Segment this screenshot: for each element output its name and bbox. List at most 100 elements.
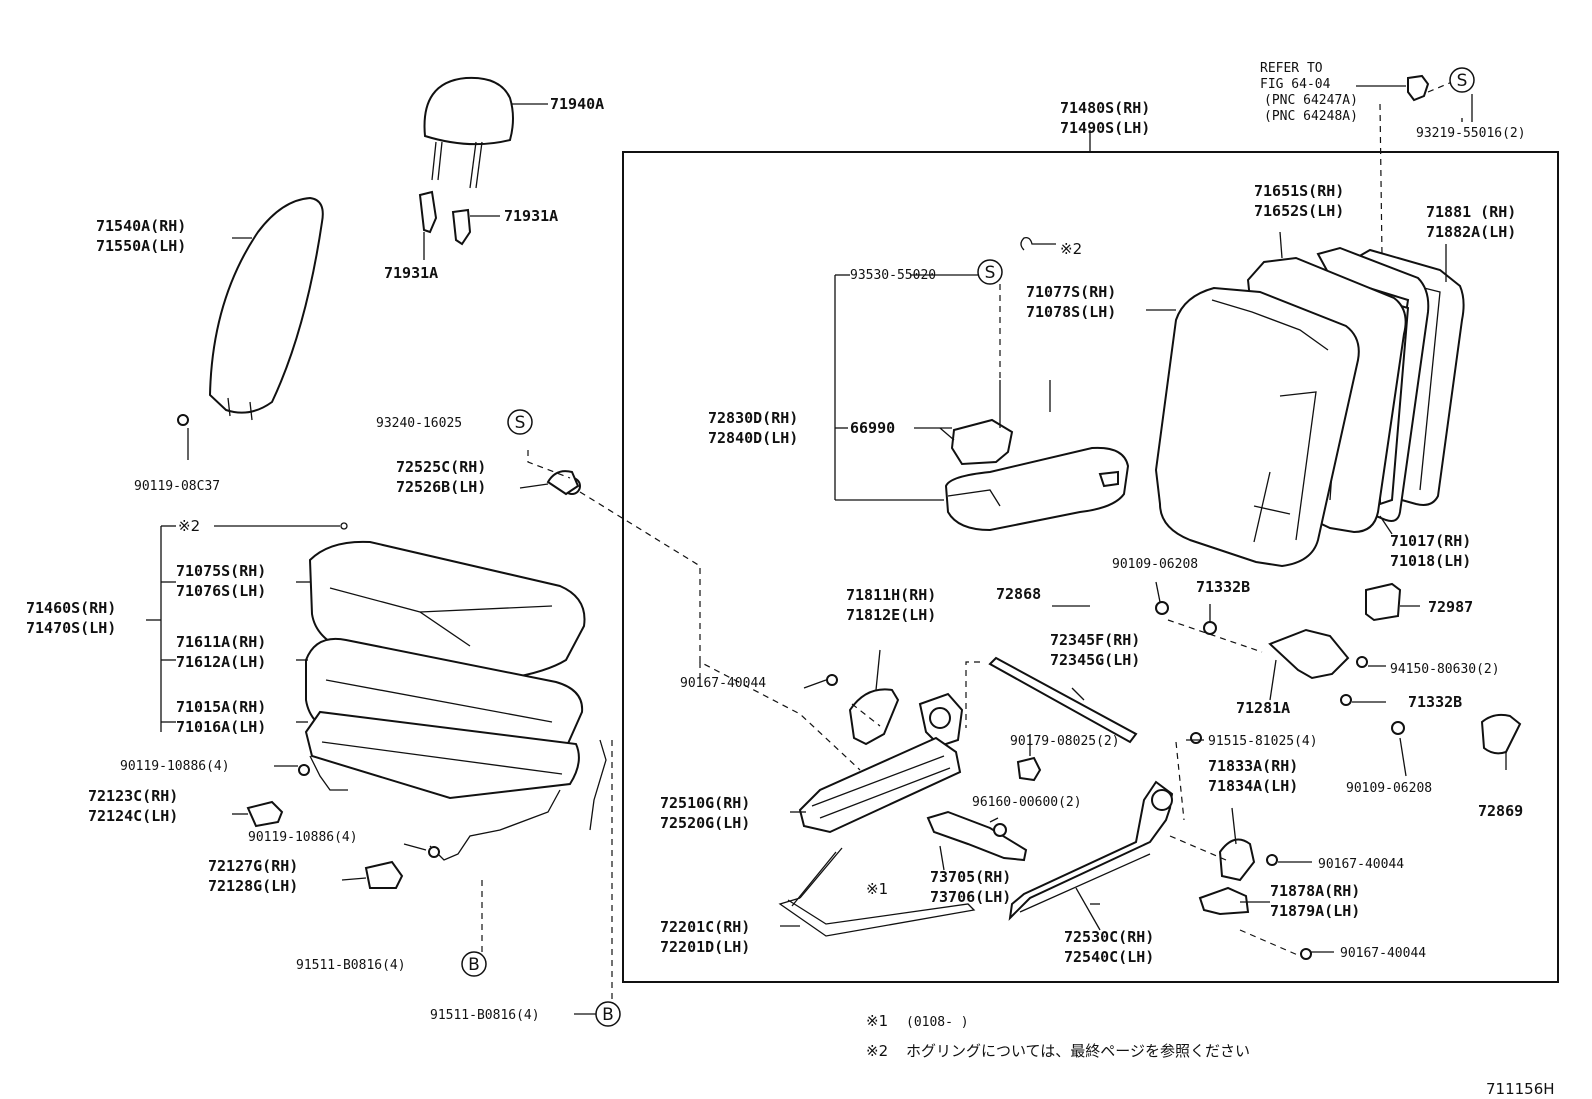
refer-line-2: FIG 64-04: [1260, 77, 1331, 92]
label-91515-81025: 91515-81025(4): [1208, 734, 1318, 749]
label-71878A: 71878A(RH): [1270, 882, 1360, 900]
symbol-b-b: B: [595, 1001, 621, 1027]
label-71332B-a: 71332B: [1196, 578, 1250, 596]
label-93219-55016: 93219-55016(2): [1416, 126, 1526, 141]
label-96160-00600: 96160-00600(2): [972, 795, 1082, 810]
label-90119-10886-a: 90119-10886(4): [120, 759, 230, 774]
label-72987: 72987: [1428, 598, 1473, 616]
side-cover-drawing: [177, 196, 324, 460]
label-72868: 72868: [996, 585, 1041, 603]
label-71550A: 71550A(LH): [96, 237, 186, 255]
refer-line-1: REFER TO: [1260, 61, 1323, 76]
label-71940A: 71940A: [550, 95, 604, 113]
label-90109-06208-b: 90109-06208: [1346, 781, 1432, 796]
label-71470S: 71470S(LH): [26, 619, 116, 637]
leader-lines: [146, 118, 1463, 1015]
label-90109-06208-a: 90109-06208: [1112, 557, 1198, 572]
label-72128G: 72128G(LH): [208, 877, 298, 895]
label-71612A: 71612A(LH): [176, 653, 266, 671]
label-72830D: 72830D(RH): [708, 409, 798, 427]
label-72540C: 72540C(LH): [1064, 948, 1154, 966]
label-71611A: 71611A(RH): [176, 633, 266, 651]
headrest-support-drawing: [418, 190, 500, 260]
label-71879A: 71879A(LH): [1270, 902, 1360, 920]
refer-hook-drawing: [1356, 74, 1473, 257]
label-72526B: 72526B(LH): [396, 478, 486, 496]
figure-id: 711156H: [1486, 1080, 1555, 1098]
label-90119-08C37: 90119-08C37: [134, 479, 220, 494]
label-71076S: 71076S(LH): [176, 582, 266, 600]
seat-track-drawing: [546, 470, 1312, 960]
label-72345F: 72345F(RH): [1050, 631, 1140, 649]
label-90179-08025: 90179-08025(2): [1010, 734, 1120, 749]
label-72510G: 72510G(RH): [660, 794, 750, 812]
svg-text:S: S: [985, 263, 996, 283]
label-72201D: 72201D(LH): [660, 938, 750, 956]
label-71811H: 71811H(RH): [846, 586, 936, 604]
symbol-s-93240: S: [507, 409, 533, 435]
label-71881: 71881 (RH): [1426, 203, 1516, 221]
refer-line-4: (PNC 64248A): [1264, 109, 1358, 124]
svg-text:B: B: [602, 1005, 614, 1025]
label-71018: 71018(LH): [1390, 552, 1471, 570]
label-71834A: 71834A(LH): [1208, 777, 1298, 795]
label-71652S: 71652S(LH): [1254, 202, 1344, 220]
note-2-text: ホグリングについては、最終ページを参照ください: [906, 1042, 1250, 1060]
label-71812E: 71812E(LH): [846, 606, 936, 624]
label-71016A: 71016A(LH): [176, 718, 266, 736]
label-71460S: 71460S(RH): [26, 599, 116, 617]
label-72123C: 72123C(RH): [88, 787, 178, 805]
label-72869: 72869: [1478, 802, 1523, 820]
mark-1-lifter: ※1: [866, 880, 888, 898]
label-72530C: 72530C(RH): [1064, 928, 1154, 946]
refer-line-3: (PNC 64247A): [1264, 93, 1358, 108]
label-71882A: 71882A(LH): [1426, 223, 1516, 241]
note-1-text: (0108- ): [906, 1015, 969, 1030]
headrest-drawing: [423, 76, 548, 189]
symbol-s-93530: S: [977, 259, 1003, 285]
label-72525C: 72525C(RH): [396, 458, 486, 476]
label-73705: 73705(RH): [930, 868, 1011, 886]
label-71931A-left: 71931A: [384, 264, 438, 282]
seat-bracket-drawing: [246, 764, 440, 889]
label-71075S: 71075S(RH): [176, 562, 266, 580]
label-71015A: 71015A(RH): [176, 698, 266, 716]
label-90167-40044-c: 90167-40044: [1340, 946, 1426, 961]
label-90119-10886-b: 90119-10886(4): [248, 830, 358, 845]
label-71332B-b: 71332B: [1408, 693, 1462, 711]
note-1-mark: ※1: [866, 1012, 888, 1030]
svg-text:B: B: [468, 955, 480, 975]
label-72201C: 72201C(RH): [660, 918, 750, 936]
label-91511-b: 91511-B0816(4): [430, 1008, 540, 1023]
label-72520G: 72520G(LH): [660, 814, 750, 832]
mark-2-seatback: ※2: [1060, 240, 1082, 258]
label-71833A: 71833A(RH): [1208, 757, 1298, 775]
label-72124C: 72124C(LH): [88, 807, 178, 825]
label-71540A: 71540A(RH): [96, 217, 186, 235]
label-73706: 73706(LH): [930, 888, 1011, 906]
note-2-mark: ※2: [866, 1042, 888, 1060]
seatback-drawing: [1020, 236, 1465, 568]
mark-2-seat: ※2: [178, 517, 200, 535]
label-93530-55020: 93530-55020: [850, 268, 936, 283]
label-91511-a: 91511-B0816(4): [296, 958, 406, 973]
label-71281A: 71281A: [1236, 699, 1290, 717]
label-66990: 66990: [850, 419, 895, 437]
label-93240-16025: 93240-16025: [376, 416, 462, 431]
label-90167-40044-b: 90167-40044: [1318, 857, 1404, 872]
symbol-b-a: B: [461, 951, 487, 977]
dashed-leaders: [481, 284, 1301, 1008]
label-71490S: 71490S(LH): [1060, 119, 1150, 137]
armrest-drawing: [944, 380, 1130, 532]
label-71078S: 71078S(LH): [1026, 303, 1116, 321]
symbol-s-refer: S: [1449, 67, 1475, 93]
label-71651S: 71651S(RH): [1254, 182, 1344, 200]
label-72840D: 72840D(LH): [708, 429, 798, 447]
right-hardware-drawing: [1155, 582, 1522, 770]
svg-text:S: S: [1457, 71, 1468, 91]
label-71077S: 71077S(RH): [1026, 283, 1116, 301]
label-72345G: 72345G(LH): [1050, 651, 1140, 669]
label-72127G: 72127G(RH): [208, 857, 298, 875]
label-71931A-right: 71931A: [504, 207, 558, 225]
